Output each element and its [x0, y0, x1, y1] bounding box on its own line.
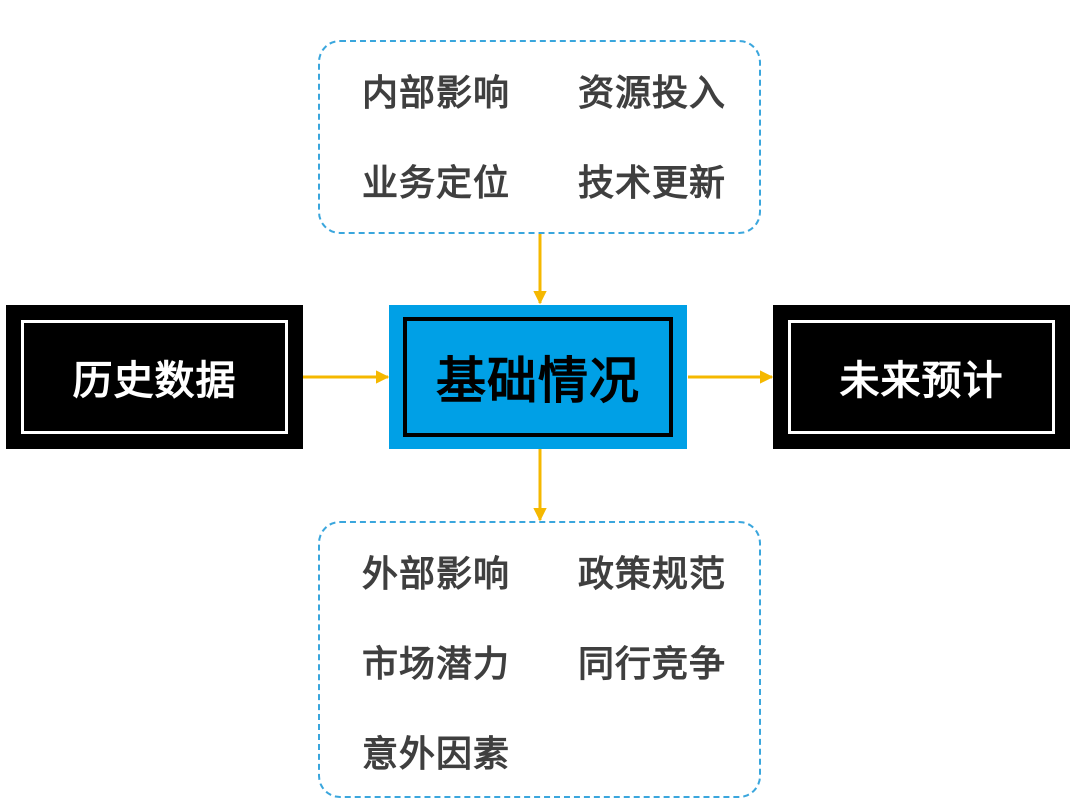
factor-item: 内部影响 [362, 73, 511, 114]
history-data-frame: 历史数据 [21, 320, 288, 434]
history-data-box: 历史数据 [6, 305, 303, 449]
factor-item: 市场潜力 [362, 644, 511, 685]
future-forecast-label: 未来预计 [839, 358, 1004, 404]
base-situation-box: 基础情况 [389, 305, 687, 449]
factor-item: 政策规范 [578, 554, 727, 595]
history-data-label: 历史数据 [72, 358, 237, 404]
factor-item: 外部影响 [362, 554, 511, 595]
factor-item: 技术更新 [578, 163, 727, 204]
base-situation-frame: 基础情况 [403, 317, 673, 437]
future-forecast-box: 未来预计 [773, 305, 1070, 449]
factor-item: 意外因素 [362, 734, 511, 775]
factor-item: 同行竞争 [578, 644, 727, 685]
factor-item: 业务定位 [362, 163, 511, 204]
base-situation-label: 基础情况 [436, 352, 640, 410]
factor-item: 资源投入 [578, 73, 727, 114]
future-forecast-frame: 未来预计 [788, 320, 1055, 434]
top-factor-group: 内部影响 资源投入 业务定位 技术更新 [318, 40, 761, 234]
bottom-factor-group: 外部影响 政策规范 市场潜力 同行竞争 意外因素 [318, 521, 761, 798]
